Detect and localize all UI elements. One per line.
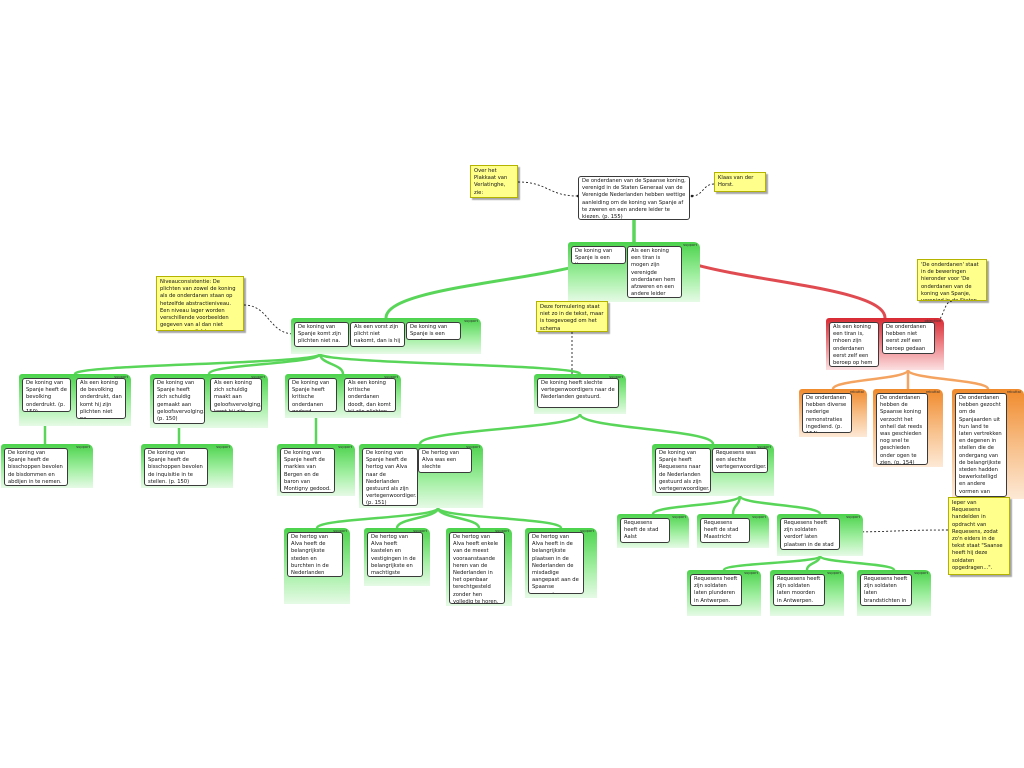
relation-link [578, 413, 715, 445]
relation-type-label: support [752, 515, 766, 519]
claim-node-r2[interactable]: De onderdanen hebben niet eerst zelf een… [882, 322, 935, 354]
relation-type-label: support [846, 515, 860, 519]
note-niveau[interactable]: Niveauconsistentie: De plichten van zowe… [156, 276, 244, 331]
relation-type-label: support [609, 375, 623, 379]
relation-type-label: support [914, 571, 928, 575]
relation-link [831, 368, 910, 391]
claim-node-d7[interactable]: Requesens was een slechte vertegenwoordi… [712, 448, 768, 473]
relation-link [318, 353, 345, 375]
relation-type-label: rebuttal [925, 390, 940, 394]
claim-node-a1[interactable]: De koning van Spanje is een tiran. [571, 246, 626, 264]
relation-type-label: support [251, 375, 265, 379]
relation-link [738, 494, 822, 516]
claim-node-d5[interactable]: De hertog van Alva was een slechte verte… [418, 448, 472, 473]
claim-node-d4[interactable]: De koning van Spanje heeft de hertog van… [362, 448, 418, 506]
relation-type-label: support [114, 375, 128, 379]
claim-node-d6[interactable]: De koning van Spanje heeft Requesens naa… [655, 448, 711, 493]
relation-link [318, 352, 582, 376]
note-text: Over het Plakkaat van Verlatinghe, zie: [474, 168, 508, 196]
relation-type-label: support [672, 515, 686, 519]
note-text: 'De onderdanen' staat in de beweringen h… [921, 262, 979, 300]
relation-type-label: support [338, 445, 352, 449]
note-text: Ieper van Requesens handelden in opdrach… [952, 500, 1003, 571]
relation-link [906, 368, 990, 391]
note-ieper[interactable]: Ieper van Requesens handelden in opdrach… [948, 497, 1010, 575]
claim-node-e1[interactable]: De hertog van Alva heeft de belangrijkst… [287, 532, 343, 577]
claim-node-d2[interactable]: De koning van Spanje heeft de bisschoppe… [144, 448, 208, 486]
claim-node-d1[interactable]: De koning van Spanje heeft de bisschoppe… [4, 448, 68, 486]
relation-type-label: support [683, 243, 697, 247]
note-link [517, 181, 579, 197]
claim-node-a2[interactable]: Als een koning een tiran is mogen zijn v… [627, 246, 682, 298]
relation-type-label: support [333, 529, 347, 533]
relation-type-label: support [464, 319, 478, 323]
relation-link [315, 506, 440, 530]
relation-type-label: objection [924, 319, 941, 323]
relation-link [207, 352, 322, 376]
relation-type-label: support [580, 529, 594, 533]
relation-type-label: support [827, 571, 841, 575]
claim-node-r1[interactable]: Als een koning een tiran is, mhoen zijn … [829, 322, 879, 367]
relation-link [818, 554, 896, 572]
claim-node-s2[interactable]: De onderdanen hebben de Spaanse koning v… [876, 393, 928, 465]
note-link [243, 304, 295, 335]
note-link [691, 183, 715, 197]
claim-node-s3[interactable]: De onderdanen hebben gezocht om de Spanj… [955, 393, 1007, 497]
note-text: Niveauconsistentie: De plichten van zowe… [160, 279, 236, 330]
relation-type-label: support [413, 529, 427, 533]
claim-node-b1[interactable]: De koning van Spanje komt zijn plichten … [294, 322, 349, 347]
note-plakkaat[interactable]: Over het Plakkaat van Verlatinghe, zie:P… [470, 165, 518, 198]
claim-node-root[interactable]: De onderdanen van de Spaanse koning, ver… [578, 176, 690, 220]
note-link-anchor [690, 194, 694, 198]
claim-node-c2[interactable]: Als een koning de bevolking onderdrukt, … [76, 378, 126, 419]
claim-node-c5[interactable]: De koning van Spanje heeft kritische ond… [288, 378, 337, 412]
note-text: Deze formulering staat niet zo in de tek… [540, 304, 604, 332]
note-link [841, 529, 949, 533]
claim-node-s1[interactable]: De onderdanen hebben diverse nederige re… [802, 393, 852, 433]
claim-node-f1[interactable]: Requesens heeft de stad Aalst overmeeste… [620, 518, 670, 543]
claim-node-f3[interactable]: Requesens heeft zijn soldaten verdorf la… [780, 518, 840, 550]
relation-link [395, 507, 440, 529]
relation-type-label: support [384, 375, 398, 379]
note-link-text[interactable]: Plakkaat van Verlat... [474, 197, 514, 198]
relation-type-label: rebuttal [1006, 390, 1021, 394]
claim-node-g1[interactable]: Requesens heeft zijn soldaten laten plun… [690, 574, 742, 606]
relation-link [73, 352, 322, 376]
relation-type-label: support [76, 445, 90, 449]
claim-node-c6[interactable]: Als een koning kritische onderdanen dood… [344, 378, 396, 412]
note-text: Klaas van der Horst. [718, 175, 754, 189]
claim-node-c1[interactable]: De koning van Spanje heeft de bevolking … [22, 378, 71, 412]
claim-node-b3[interactable]: De koning van Spanje is een vorst. [406, 322, 461, 340]
claim-node-g2[interactable]: Requesens heeft zijn soldaten laten moor… [773, 574, 825, 606]
relation-link [722, 554, 822, 572]
note-formulering[interactable]: Deze formulering staat niet zo in de tek… [536, 301, 608, 332]
relation-type-label: support [216, 445, 230, 449]
relation-type-label: support [495, 529, 509, 533]
note-link [934, 300, 953, 323]
claim-node-d3[interactable]: De koning van Spanje heeft de markies va… [280, 448, 335, 493]
claim-node-b2[interactable]: Als een vorst zijn plicht niet nakomt, d… [350, 322, 405, 347]
relation-link [436, 506, 563, 530]
relation-type-label: support [466, 445, 480, 449]
relation-link [651, 494, 742, 516]
relation-type-label: support [757, 445, 771, 449]
relation-link [418, 412, 582, 446]
claim-node-g3[interactable]: Requesens heeft zijn soldaten laten bran… [860, 574, 912, 606]
claim-node-c7[interactable]: De koning heeft slechte vertegenwoordige… [537, 378, 619, 408]
relation-type-label: rebuttal [849, 390, 864, 394]
claim-node-e4[interactable]: De hertog van Alva heeft in de belangrij… [528, 532, 584, 594]
claim-node-c3[interactable]: De koning van Spanje heeft zich schuldig… [153, 378, 205, 424]
claim-node-e3[interactable]: De hertog van Alva heeft enkele van de m… [449, 532, 505, 604]
claim-node-e2[interactable]: De hertog van Alva heeft kastelen en ves… [367, 532, 423, 577]
claim-node-f2[interactable]: Requesens heeft de stad Maastricht overm… [700, 518, 750, 543]
note-onderdanen[interactable]: 'De onderdanen' staat in de beweringen h… [917, 259, 987, 301]
relation-type-label: support [744, 571, 758, 575]
claim-node-c4[interactable]: Als een koning zich schuldig maakt aan g… [210, 378, 262, 412]
note-horst[interactable]: Klaas van der Horst. [714, 172, 766, 192]
